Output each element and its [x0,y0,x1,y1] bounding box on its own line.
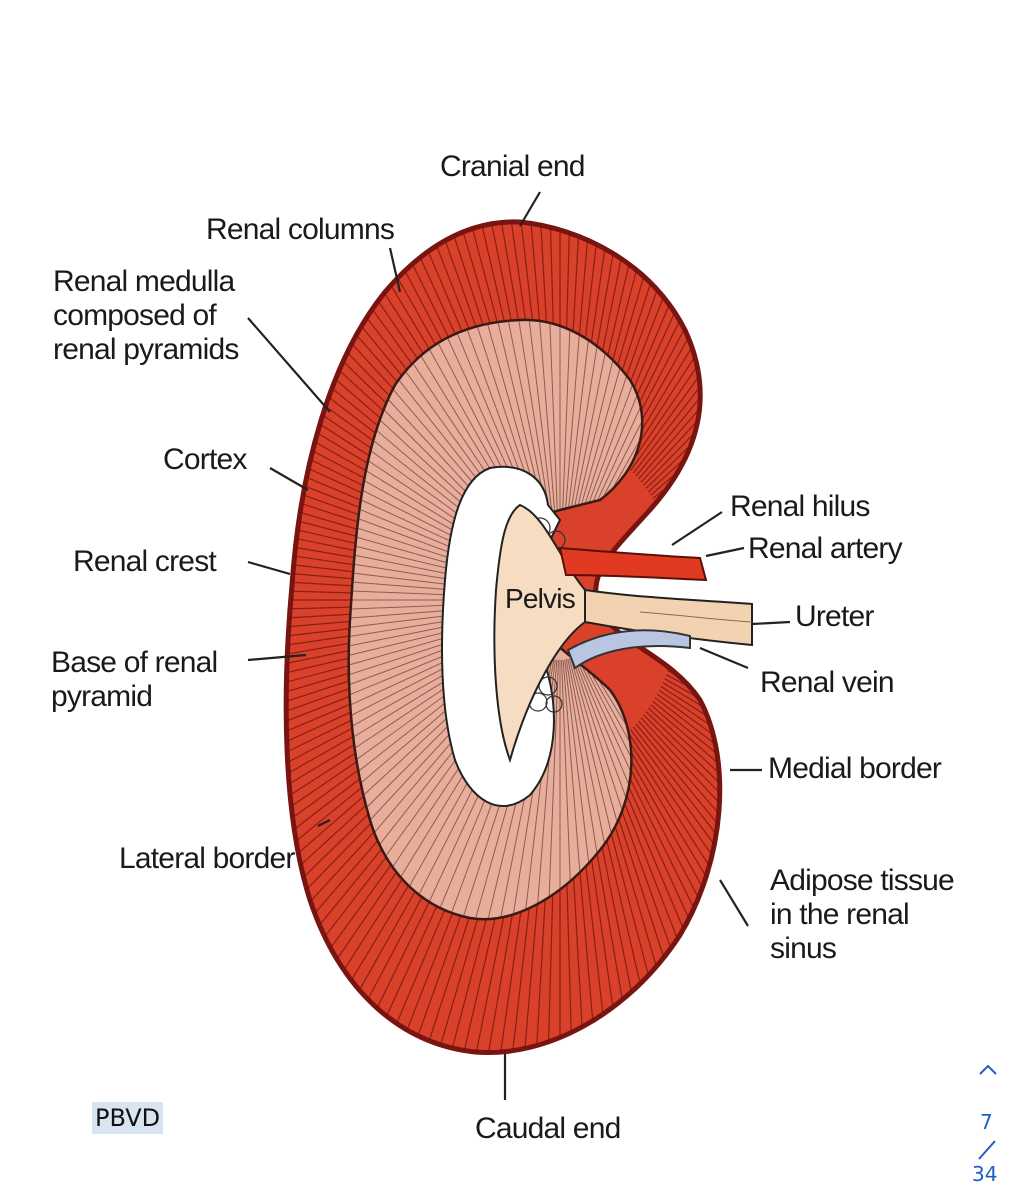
label-adipose-tissue: Adipose tissue in the renal sinus [770,864,955,965]
medulla-striation [574,655,643,920]
medulla-striation [579,652,643,920]
medulla-striation [568,319,643,542]
cortex-striation [627,731,720,1053]
cortex-striation [599,750,720,1053]
medulla-striation [576,654,643,920]
cortex-striation [654,257,720,503]
medulla-striation [561,319,577,541]
cortex-striation [645,711,720,991]
leader-lines [247,191,791,1100]
label-caudal-end: Caudal end [475,1112,621,1145]
cortex-striation [660,296,720,515]
medulla-striation [570,319,643,543]
cortex-striation [632,221,720,474]
cortex-striation [640,717,720,1013]
cortex-striation [640,221,720,483]
medulla-striation [528,319,558,541]
medulla-striation [496,319,555,541]
medulla-striation [561,659,577,920]
cortex-striation [662,310,720,518]
label-medial-border: Medial border [768,752,942,785]
cortex-striation [643,714,720,1003]
cortex-striation [652,700,720,955]
cortex-striation [632,726,720,1044]
cortex-striation [672,411,720,547]
medulla-striation [565,659,624,920]
medulla-striation [576,319,643,546]
label-pelvis: Pelvis [505,583,576,614]
cortex-striation [656,270,720,507]
cortex-striation [630,221,720,471]
medulla-striation [562,659,592,920]
cortex-striation [638,221,720,480]
label-renal-vein: Renal vein [760,666,895,699]
pager-total-pages: 34 [972,1162,998,1186]
medulla-striation [599,583,643,599]
medulla-striation [565,319,624,541]
medulla-striation [512,319,556,541]
label-renal-columns: Renal columns [206,213,395,246]
cortex-striation [630,729,720,1053]
medulla-striation [567,319,639,542]
cortex-striation [624,734,720,1053]
cortex-striation [643,221,720,486]
medulla-striation [577,653,643,920]
cortex-striation [621,221,720,464]
cortex-striation [627,221,720,469]
medulla-striation [574,319,643,545]
label-lateral-border: Lateral border [119,842,295,875]
cortex-striation [638,720,720,1024]
label-renal-medulla: Renal medulla composed of renal pyramids [53,265,239,366]
label-renal-artery: Renal artery [748,532,903,565]
medulla-striation [567,658,639,920]
medulla-striation [580,650,643,920]
medulla-striation [562,319,592,541]
medulla-striation [577,319,643,547]
cortex-striation [650,704,720,968]
renal-vein [566,629,691,670]
cortex-striation [602,748,720,1053]
cortex-striation [635,221,720,477]
pager-current-page: 7 [980,1110,993,1134]
cortex-striation [648,707,720,980]
cortex-striation [635,723,720,1034]
medulla-striation [564,319,608,541]
label-cranial-end: Cranial end [440,150,585,183]
pager-separator-icon [975,1138,999,1162]
slide-footer-label: PBVD [92,1102,164,1134]
label-base-of-renal-pyramid: Base of renal pyramid [51,646,218,713]
label-renal-crest: Renal crest [73,545,217,578]
cortex-striation [654,697,720,943]
cortex-striation [621,736,720,1053]
cortex-striation [679,567,720,592]
label-cortex: Cortex [163,443,247,476]
cortex-striation [656,693,720,930]
cortex-striation [624,221,720,466]
medulla-striation [568,658,643,920]
slide-pager: 7 34 [972,1058,1006,1186]
label-ureter: Ureter [795,600,874,633]
chevron-up-icon[interactable] [976,1058,1000,1082]
medulla-striation [481,319,553,542]
ureter [584,588,753,647]
cortex-striation [674,644,720,759]
cortex-striation [658,283,720,511]
medulla-striation [543,659,559,920]
cortex-striation [679,583,720,597]
medulla-striation [564,659,608,920]
label-renal-hilus: Renal hilus [730,490,870,523]
medulla-striation [581,649,643,920]
medulla-striation [543,319,559,541]
renal-artery [558,546,708,582]
